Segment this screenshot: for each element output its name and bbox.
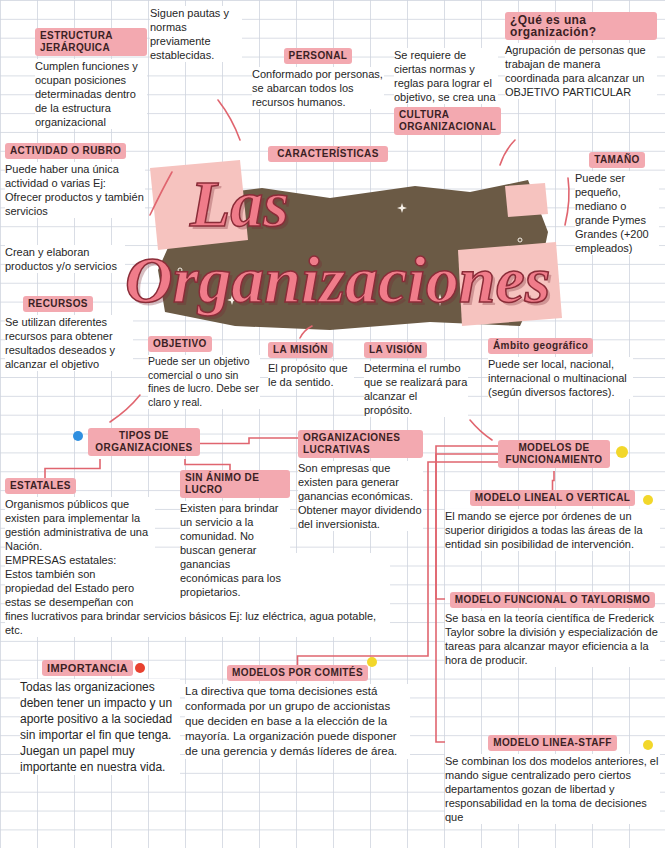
concept-node: Se requiere de ciertas normas y reglas p…	[394, 48, 498, 138]
concept-heading: ORGANIZACIONES LUCRATIVAS	[298, 430, 423, 458]
concept-node: OBJETIVO Puede ser un objetivo comercial …	[148, 336, 260, 409]
connector-line	[553, 471, 555, 490]
color-dot	[643, 495, 653, 505]
color-dot	[73, 431, 83, 441]
concept-node: MODELO LINEAL O VERTICAL El mando se ejer…	[445, 490, 660, 551]
concept-node: SIN ÁNIMO DE LUCRO Existen para brindar u…	[180, 470, 290, 599]
concept-node: ACTIVIDAD O RUBRO Puede haber una única a…	[5, 143, 145, 218]
concept-heading: RECURSOS	[23, 296, 93, 312]
concept-heading: TIPOS DE ORGANIZACIONES	[88, 428, 200, 456]
concept-node: LA MISIÓN El propósito que le da sentido.	[268, 342, 354, 389]
concept-heading: MODELOS DE FUNCIONAMIENTO	[498, 440, 610, 468]
concept-node: PERSONAL Conformado por personas, se abar…	[252, 48, 384, 109]
connector-line	[200, 438, 298, 444]
concept-text: Determina el rumbo que se realizará para…	[364, 361, 468, 417]
concept-node: RECURSOS Se utilizan diferentes recursos …	[5, 296, 133, 371]
color-dot	[367, 657, 377, 667]
concept-text: Cumplen funciones y ocupan posiciones de…	[35, 59, 147, 129]
concept-node: TAMAÑO Puede ser pequeño, mediano o grand…	[575, 152, 659, 255]
concept-node: MODELO LINEA-STAFF Se combinan los dos mo…	[445, 735, 660, 824]
concept-text: Existen para brindar un servicio a la co…	[180, 501, 290, 599]
concept-node: TIPOS DE ORGANIZACIONES	[88, 428, 200, 459]
concept-heading: ESTATALES	[5, 478, 76, 494]
connector-line	[45, 459, 100, 478]
concept-node: ESTRUCTURA JERÁRQUICA Cumplen funciones y…	[35, 28, 147, 129]
concept-heading: LA MISIÓN	[268, 342, 333, 358]
concept-heading: ¿Qué es una organización?	[505, 12, 657, 40]
concept-text: El propósito que le da sentido.	[268, 361, 354, 389]
concept-heading: PERSONAL	[284, 48, 353, 64]
concept-text: Se utilizan diferentes recursos para obt…	[5, 315, 133, 371]
concept-heading: LA VISIÓN	[364, 342, 427, 358]
concept-node: MODELOS DE FUNCIONAMIENTO	[498, 440, 610, 471]
concept-node: IMPORTANCIA Todas las organizaciones debe…	[20, 660, 180, 775]
concept-heading: CARACTERÍSTICAS	[268, 146, 388, 162]
decor-stroke	[565, 178, 569, 225]
decor-stroke	[300, 326, 312, 338]
concept-text: Se basa en la teoría científica de Frede…	[445, 611, 660, 667]
sparkle	[518, 238, 522, 242]
connector-line	[185, 459, 230, 470]
concept-text: Todas las organizaciones deben tener un …	[20, 679, 180, 775]
concept-text: Organismos públicos que existen para imp…	[5, 497, 155, 553]
concept-text: Conformado por personas, se abarcan todo…	[252, 67, 384, 109]
sparkle	[397, 203, 407, 213]
decor-stroke	[500, 140, 515, 165]
color-dot	[135, 663, 145, 673]
decor-stroke	[218, 100, 240, 140]
concept-heading: MODELO LINEAL O VERTICAL	[470, 490, 636, 506]
concept-text: Son empresas que existen para generar ga…	[298, 461, 423, 531]
concept-node: ¿Qué es una organización? Agrupación de p…	[505, 12, 657, 99]
decor-stroke	[110, 395, 140, 422]
concept-node: Ámbito geográficoPuede ser local, nacion…	[488, 338, 633, 399]
concept-text: El mando se ejerce por órdenes de un sup…	[445, 509, 660, 551]
concept-heading: MODELO FUNCIONAL O TAYLORISMO	[450, 592, 655, 608]
concept-heading: OBJETIVO	[148, 336, 212, 352]
concept-text: Puede ser pequeño, mediano o grande Pyme…	[575, 171, 659, 255]
title-text: Las Organizaciones	[125, 166, 575, 318]
color-dot	[616, 446, 628, 458]
concept-node: CARACTERÍSTICAS	[268, 146, 388, 165]
concept-heading: Ámbito geográfico	[488, 338, 593, 354]
decor-stroke	[470, 420, 492, 440]
note-label: Siguen pautas y normas previamente estab…	[150, 6, 242, 62]
decor-stroke	[150, 172, 172, 215]
concept-text: Puede ser local, nacional, internacional…	[488, 357, 633, 399]
concept-text: Puede ser un objetivo comercial o uno si…	[148, 355, 260, 409]
concept-heading: MODELO LINEA-STAFF	[488, 735, 617, 751]
concept-text: La directiva que toma decisiones está co…	[185, 684, 410, 759]
concept-node: MODELO FUNCIONAL O TAYLORISMO Se basa en …	[445, 592, 660, 667]
concept-heading: MODELOS POR COMITÉS	[227, 665, 368, 681]
color-dot	[643, 740, 653, 750]
concept-heading: SIN ÁNIMO DE LUCRO	[180, 470, 290, 498]
concept-text: Se requiere de ciertas normas y reglas p…	[394, 48, 498, 104]
note-label: Crean y elaboran productos y/o servicios	[5, 245, 125, 273]
concept-heading: ESTRUCTURA JERÁRQUICA	[35, 28, 147, 56]
concept-heading: ACTIVIDAD O RUBRO	[5, 143, 126, 159]
concept-heading: CULTURA ORGANIZACIONAL	[394, 107, 501, 135]
paper-patch	[505, 183, 548, 217]
concept-node: ORGANIZACIONES LUCRATIVAS Son empresas qu…	[298, 430, 423, 531]
concept-node: MODELOS POR COMITÉS La directiva que toma…	[185, 665, 410, 759]
concept-heading: TAMAÑO	[589, 152, 645, 168]
concept-text: Agrupación de personas que trabajan de m…	[505, 43, 657, 99]
concept-text: Puede haber una única actividad o varias…	[5, 162, 145, 218]
concept-text: Se combinan los dos modelos anteriores, …	[445, 754, 660, 824]
concept-heading: IMPORTANCIA	[42, 660, 133, 676]
concept-node: LA VISIÓN Determina el rumbo que se reali…	[364, 342, 468, 417]
